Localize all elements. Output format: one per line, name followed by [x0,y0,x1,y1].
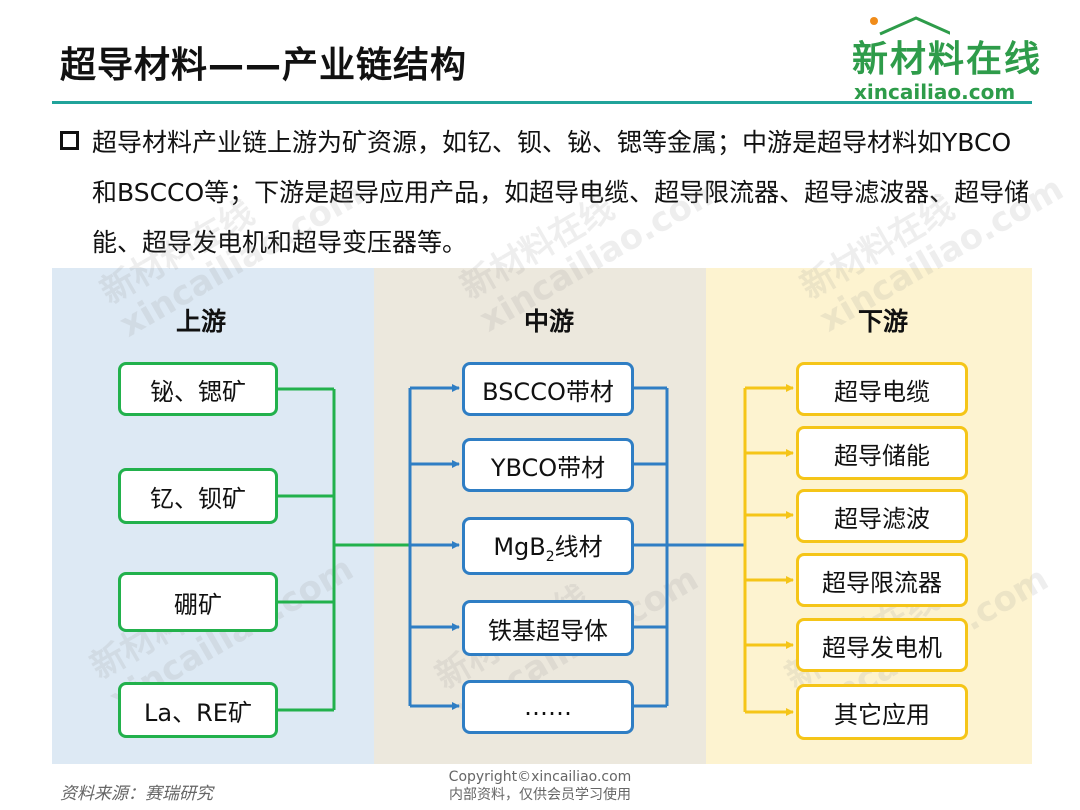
downstream-heading: 下游 [857,307,908,336]
midstream-node-mgb2: MgB2线材 [462,517,634,575]
midstream-node: YBCO带材 [462,438,634,492]
logo-text-en: xincailiao.com [854,80,1016,104]
copyright-note: Copyright©xincailiao.com 内部资料，仅供会员学习使用 [400,768,680,804]
copyright-line: 内部资料，仅供会员学习使用 [449,787,631,803]
downstream-node: 其它应用 [796,684,968,740]
midstream-heading: 中游 [523,307,574,336]
upstream-node: 钇、钡矿 [118,468,278,524]
midstream-node: 铁基超导体 [462,600,634,656]
square-bullet-icon [60,131,79,150]
roof-icon [870,16,950,36]
upstream-node: La、RE矿 [118,682,278,738]
intro-paragraph: 超导材料产业链上游为矿资源，如钇、钡、铋、锶等金属；中游是超导材料如YBCO和B… [92,128,1030,257]
downstream-node: 超导限流器 [796,553,968,607]
upstream-node: 铋、锶矿 [118,362,278,416]
brand-logo: 新材料在线 xincailiao.com [852,14,1042,104]
logo-text-cn: 新材料在线 [852,39,1043,80]
midstream-node: …… [462,680,634,734]
downstream-node: 超导储能 [796,426,968,480]
downstream-node: 超导滤波 [796,489,968,543]
mgb2-label: MgB2线材 [493,533,603,565]
page-title: 超导材料——产业链结构 [60,45,468,86]
source-note: 资料来源：赛瑞研究 [60,784,213,804]
midstream-node: BSCCO带材 [462,362,634,416]
downstream-node: 超导电缆 [796,362,968,416]
upstream-heading: 上游 [175,307,226,336]
upstream-node: 硼矿 [118,572,278,632]
header-divider [52,101,1032,104]
downstream-node: 超导发电机 [796,618,968,672]
copyright-line: Copyright©xincailiao.com [448,769,632,785]
